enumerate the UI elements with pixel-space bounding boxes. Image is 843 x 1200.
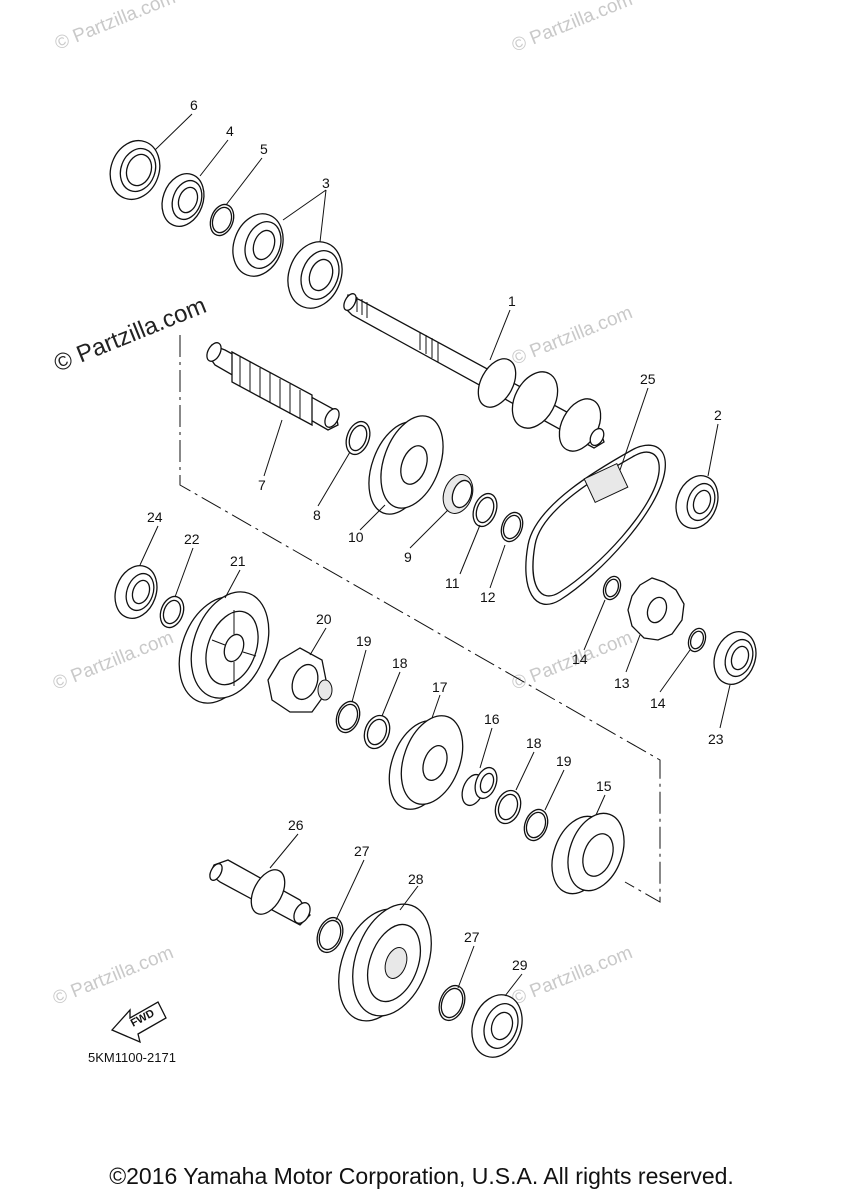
part-7-secondary-shaft (206, 342, 340, 431)
leader-lines (139, 113, 731, 997)
callout-20: 20 (316, 611, 332, 627)
callout-3: 3 (322, 175, 330, 191)
part-16-collar (461, 766, 498, 807)
callout-18: 18 (392, 655, 408, 671)
part-14-circlip-2 (687, 627, 707, 653)
part-19-circlip-2 (523, 808, 549, 842)
callout-12: 12 (480, 589, 496, 605)
part-6-oil-seal (109, 139, 161, 201)
part-13-sprocket (627, 577, 685, 641)
part-23-bearing (713, 631, 757, 685)
part-26-shaft (209, 859, 311, 926)
part-27-circlip-2 (438, 984, 466, 1022)
part-8-washer (345, 420, 371, 456)
callout-19-b: 19 (556, 753, 572, 769)
callout-13: 13 (614, 675, 630, 691)
part-29-bearing (471, 994, 523, 1058)
part-24-bearing (114, 565, 158, 619)
callout-27: 27 (354, 843, 370, 859)
part-5-o-ring (209, 203, 235, 237)
part-18-washer (363, 714, 391, 750)
part-3-bearings (232, 213, 343, 309)
callout-5: 5 (260, 141, 268, 157)
watermark: © Partzilla.com (50, 627, 177, 694)
watermark: © Partzilla.com (509, 302, 636, 369)
callout-17: 17 (432, 679, 448, 695)
callout-6: 6 (190, 97, 198, 113)
callout-1: 1 (508, 293, 516, 309)
callout-24: 24 (147, 509, 163, 525)
watermark: © Partzilla.com (509, 0, 636, 57)
part-14-circlip (602, 575, 622, 601)
part-25-chain (525, 444, 666, 605)
part-18-washer-2 (494, 789, 522, 825)
callout-23: 23 (708, 731, 724, 747)
callout-14-b: 14 (650, 695, 666, 711)
part-9-needle-bearing (442, 474, 474, 514)
part-2-bearing (675, 475, 719, 529)
callout-4: 4 (226, 123, 234, 139)
part-12-circlip (500, 511, 524, 543)
callout-14: 14 (572, 651, 588, 667)
drawing-code: 5KM1100-2171 (88, 1050, 176, 1065)
callout-labels: 6 4 5 3 1 2 25 7 8 10 9 11 12 24 22 21 2… (147, 97, 724, 973)
callout-15: 15 (596, 778, 612, 794)
callout-10: 10 (348, 529, 364, 545)
callout-26: 26 (288, 817, 304, 833)
watermark: © Partzilla.com (509, 942, 636, 1009)
part-21-gear (178, 591, 270, 704)
part-4-bearing (161, 173, 205, 227)
watermark: © Partzilla.com (50, 942, 177, 1009)
callout-22: 22 (184, 531, 200, 547)
part-20-clutch-dog (267, 647, 333, 713)
callout-21: 21 (230, 553, 246, 569)
callout-29: 29 (512, 957, 528, 973)
watermark-main: © Partzilla.com (50, 292, 210, 378)
callout-27-b: 27 (464, 929, 480, 945)
part-22-washer (159, 595, 185, 629)
callout-7: 7 (258, 477, 266, 493)
callout-25: 25 (640, 371, 656, 387)
callout-2: 2 (714, 407, 722, 423)
callout-9: 9 (404, 549, 412, 565)
callout-16: 16 (484, 711, 500, 727)
part-17-gear (388, 715, 464, 810)
callout-19: 19 (356, 633, 372, 649)
callout-28: 28 (408, 871, 424, 887)
part-10-gear (368, 415, 444, 515)
part-19-circlip (335, 700, 361, 734)
assembly-guide-lines (179, 335, 661, 903)
part-15-gear (551, 812, 625, 895)
watermark: © Partzilla.com (52, 0, 179, 55)
part-1-main-shaft (343, 293, 605, 452)
callout-8: 8 (313, 507, 321, 523)
part-11-washer (472, 492, 498, 528)
callout-18-b: 18 (526, 735, 542, 751)
part-28-gear (338, 903, 432, 1022)
callout-11: 11 (445, 575, 460, 591)
copyright-footer: ©2016 Yamaha Motor Corporation, U.S.A. A… (109, 1163, 734, 1189)
part-27-circlip (316, 916, 344, 954)
fwd-arrow-icon: FWD (110, 1001, 167, 1044)
